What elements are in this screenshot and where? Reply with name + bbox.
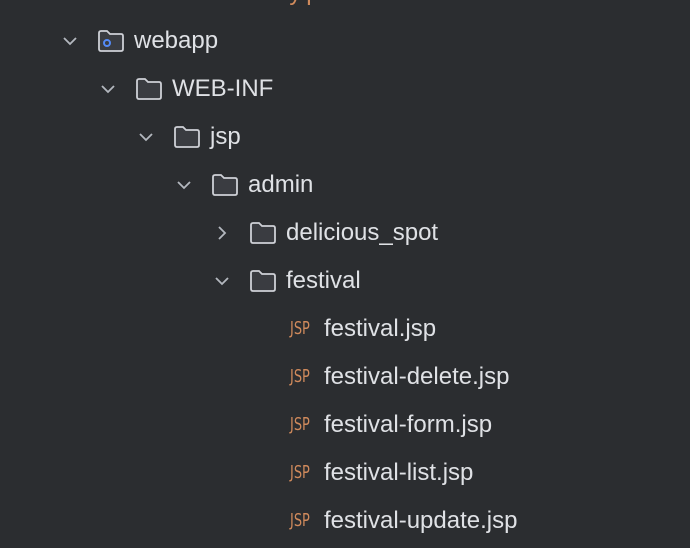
tree-item-label: admin (248, 171, 314, 198)
tree-item-label: festival (286, 267, 361, 294)
chevron-down-icon[interactable] (136, 127, 156, 147)
chevron-right-icon[interactable] (212, 223, 232, 243)
tree-item-partial[interactable]: bootsecurity.p12 (0, 0, 690, 17)
web-folder-icon (97, 29, 125, 53)
tree-item-label: WEB-INF (172, 75, 274, 102)
tree-item-festival-jsp[interactable]: JSP festival.jsp (0, 305, 690, 353)
tree-item-web-inf[interactable]: WEB-INF (0, 65, 690, 113)
jsp-file-icon: JSP (290, 366, 310, 387)
chevron-down-icon[interactable] (60, 31, 80, 51)
file-icon (138, 0, 164, 11)
chevron-down-icon[interactable] (174, 175, 194, 195)
tree-item-label: delicious_spot (286, 219, 439, 246)
folder-icon (173, 125, 201, 149)
jsp-file-icon: JSP (290, 510, 310, 531)
tree-item-delicious-spot[interactable]: delicious_spot (0, 209, 690, 257)
folder-icon (135, 77, 163, 101)
jsp-file-icon: JSP (290, 462, 310, 483)
tree-item-label: festival-list.jsp (324, 459, 474, 486)
folder-icon (211, 173, 239, 197)
chevron-down-icon[interactable] (212, 271, 232, 291)
tree-item-festival-list-jsp[interactable]: JSP festival-list.jsp (0, 449, 690, 497)
tree-item-label: festival-form.jsp (324, 411, 493, 438)
tree-item-webapp[interactable]: webapp (0, 17, 690, 65)
tree-item-label: festival.jsp (324, 315, 437, 342)
tree-item-label: festival-delete.jsp (324, 363, 510, 390)
folder-icon (249, 269, 277, 293)
chevron-down-icon[interactable] (98, 79, 118, 99)
folder-icon (249, 221, 277, 245)
tree-item-admin[interactable]: admin (0, 161, 690, 209)
tree-item-label: bootsecurity.p12 (172, 0, 346, 17)
tree-item-label: festival-update.jsp (324, 507, 518, 534)
tree-item-label: webapp (134, 27, 219, 54)
tree-item-festival-form-jsp[interactable]: JSP festival-form.jsp (0, 401, 690, 449)
jsp-file-icon: JSP (290, 414, 310, 435)
tree-item-jsp[interactable]: jsp (0, 113, 690, 161)
jsp-file-icon: JSP (290, 318, 310, 339)
tree-item-festival-delete-jsp[interactable]: JSP festival-delete.jsp (0, 353, 690, 401)
tree-item-label: jsp (210, 123, 241, 150)
tree-item-festival-update-jsp[interactable]: JSP festival-update.jsp (0, 497, 690, 545)
tree-item-festival[interactable]: festival (0, 257, 690, 305)
